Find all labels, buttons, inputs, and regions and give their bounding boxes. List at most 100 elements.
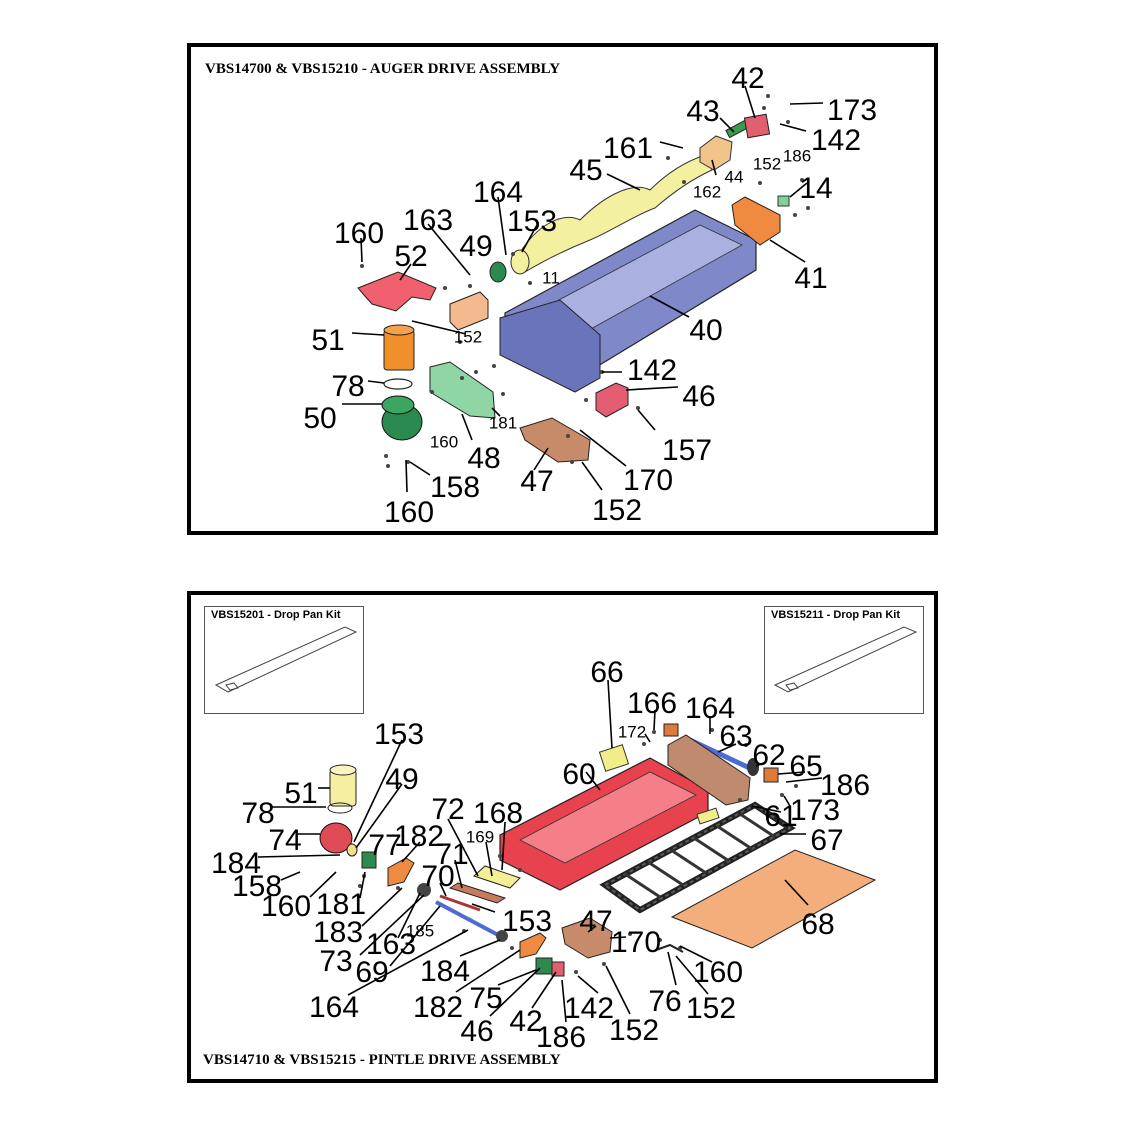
pintle-callout-163: 163: [366, 928, 416, 961]
bottom-fasteners: [358, 728, 798, 974]
part-182-guard-lower: [519, 932, 547, 959]
auger-callout-43: 43: [686, 95, 719, 128]
pintle-callout-160: 160: [261, 890, 311, 923]
auger-callout-47: 47: [520, 465, 553, 498]
auger-callout-40: 40: [689, 314, 722, 347]
pintle-callout-184: 184: [211, 847, 261, 880]
part-65-bearing: [763, 767, 779, 783]
pintle-callout-182: 182: [413, 991, 463, 1024]
part-71-strip: [448, 882, 507, 904]
pintle-callout-181: 181: [316, 888, 366, 921]
part-153-seal: [346, 843, 358, 857]
auger-callout-44: 44: [725, 167, 744, 186]
pintle-callout-62: 62: [752, 739, 785, 772]
drop-pan-kit-drawings: [214, 626, 918, 693]
part-182-guard: [387, 857, 415, 887]
auger-callout-160: 160: [334, 217, 384, 250]
auger-callout-45: 45: [569, 154, 602, 187]
auger-callout-164: 164: [473, 176, 523, 209]
part-47-bracket: [519, 417, 591, 463]
part-51-motor: [383, 329, 415, 371]
pintle-callout-46: 46: [460, 1015, 493, 1048]
auger-callout-158: 158: [430, 471, 480, 504]
pintle-callout-78: 78: [241, 797, 274, 830]
auger-callout-50: 50: [303, 402, 336, 435]
auger-callout-41: 41: [794, 262, 827, 295]
part-76-bracket: [655, 943, 684, 953]
auger-callout-51: 51: [311, 324, 344, 357]
drop-pan-kit-left-title: VBS15201 - Drop Pan Kit: [211, 609, 341, 621]
pintle-callout-77: 77: [368, 829, 401, 862]
auger-callout-162: 162: [693, 182, 721, 201]
part-70-bar: [439, 894, 481, 912]
part-78-o-ring: [383, 378, 413, 390]
part-50-gearbox-flange: [381, 395, 415, 415]
pintle-drive-panel: VBS14710 & VBS15215 - PINTLE DRIVE ASSEM…: [187, 591, 938, 1083]
pintle-panel-title: VBS14710 & VBS15215 - PINTLE DRIVE ASSEM…: [203, 1052, 561, 1068]
part-42-bearing: [743, 113, 771, 139]
part-14-decal: [777, 195, 790, 207]
auger-panel-title: VBS14700 & VBS15210 - AUGER DRIVE ASSEMB…: [205, 61, 561, 77]
pintle-callout-164: 164: [309, 991, 359, 1024]
auger-callout-78: 78: [331, 370, 364, 403]
auger-callout-160: 160: [384, 496, 434, 529]
pintle-callout-160: 160: [693, 956, 743, 989]
pintle-callout-74: 74: [268, 824, 301, 857]
auger-callout-152: 152: [592, 494, 642, 527]
pintle-callout-164: 164: [685, 692, 735, 725]
pintle-callout-49: 49: [385, 763, 418, 796]
pintle-callout-170: 170: [611, 926, 661, 959]
pintle-callout-184: 184: [420, 955, 470, 988]
auger-callout-46: 46: [682, 380, 715, 413]
pintle-callout-153: 153: [374, 718, 424, 751]
auger-callout-152: 152: [454, 327, 482, 346]
pintle-callout-51: 51: [284, 777, 317, 810]
drop-pan-kit-right: VBS15211 - Drop Pan Kit: [764, 606, 924, 714]
auger-callout-157: 157: [662, 434, 712, 467]
pintle-callout-61: 61: [764, 800, 797, 833]
part-78-o-ring-pintle: [327, 802, 353, 814]
auger-callout-152: 152: [753, 154, 781, 173]
part-153-auger-hub: [510, 249, 530, 275]
pintle-callout-153: 153: [502, 905, 552, 938]
part-51-motor-top: [383, 324, 415, 336]
bottom-leader-lines: [257, 679, 823, 1023]
auger-callout-142: 142: [811, 124, 861, 157]
drop-pan-kit-right-title: VBS15211 - Drop Pan Kit: [771, 609, 900, 621]
pintle-callout-60: 60: [562, 758, 595, 791]
auger-callout-153: 153: [507, 205, 557, 238]
part-68-drop-pan: [670, 849, 877, 949]
part-48-mount-plate: [429, 361, 496, 419]
pintle-callout-168: 168: [473, 797, 523, 830]
part-72-plate: [473, 865, 521, 889]
part-51-motor-pintle-top: [329, 764, 357, 776]
part-67-chain: [599, 801, 796, 914]
part-66-decal: [598, 744, 630, 772]
auger-callout-160: 160: [430, 432, 458, 451]
part-41-guard: [731, 196, 781, 246]
part-61-bracket: [667, 734, 751, 806]
pintle-callout-63: 63: [719, 720, 752, 753]
auger-callout-161: 161: [603, 132, 653, 165]
part-40-frame-gearbox-end: [499, 299, 601, 393]
pintle-callout-66: 66: [590, 656, 623, 689]
part-77-bearing: [361, 851, 377, 869]
pintle-callout-186: 186: [536, 1021, 586, 1054]
auger-callout-48: 48: [467, 442, 500, 475]
pintle-callout-182: 182: [394, 820, 444, 853]
part-49-bearing: [489, 261, 507, 283]
auger-callout-42: 42: [731, 62, 764, 95]
auger-callout-163: 163: [403, 204, 453, 237]
pintle-callout-142: 142: [564, 992, 614, 1025]
part-74-gearbox: [319, 822, 353, 854]
auger-callout-173: 173: [827, 94, 877, 127]
pintle-callout-42: 42: [509, 1005, 542, 1038]
drop-pan-kit-left: VBS15201 - Drop Pan Kit: [204, 606, 364, 714]
pintle-callout-185: 185: [406, 921, 434, 940]
pintle-callout-186: 186: [820, 769, 870, 802]
pintle-callout-172: 172: [618, 722, 646, 741]
pintle-callout-152: 152: [686, 992, 736, 1025]
part-62-sprocket: [747, 758, 759, 776]
auger-callout-142: 142: [627, 354, 677, 387]
